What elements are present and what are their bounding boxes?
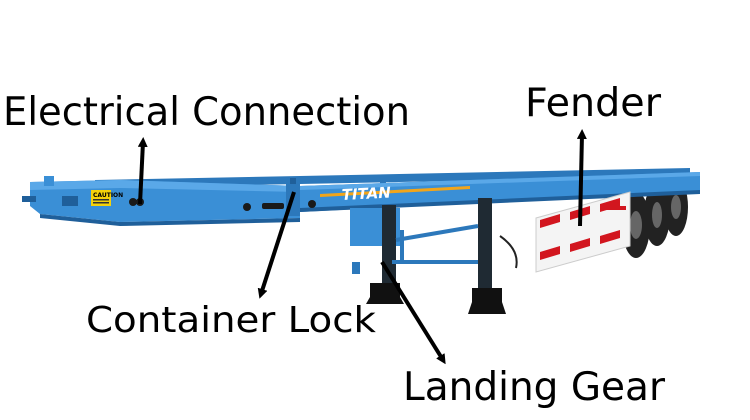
arrow-landing-gear — [380, 260, 446, 365]
arrow-container-lock — [257, 191, 296, 299]
brand-text: TITAN — [341, 183, 391, 204]
label-fender: Fender — [525, 81, 662, 126]
label-container-lock: Container Lock — [86, 300, 376, 341]
arrow-electrical — [137, 137, 148, 205]
callout-arrows — [137, 129, 587, 365]
caution-sticker: CAUTION — [91, 190, 123, 206]
arrow-fender — [576, 129, 587, 227]
label-electrical-connection: Electrical Connection — [3, 90, 410, 135]
landing-gear — [350, 198, 518, 314]
trailer-illustration: CAUTION TITAN — [22, 168, 700, 314]
caution-text: CAUTION — [93, 192, 123, 199]
fender-frame — [535, 191, 631, 273]
label-landing-gear: Landing Gear — [403, 365, 666, 410]
